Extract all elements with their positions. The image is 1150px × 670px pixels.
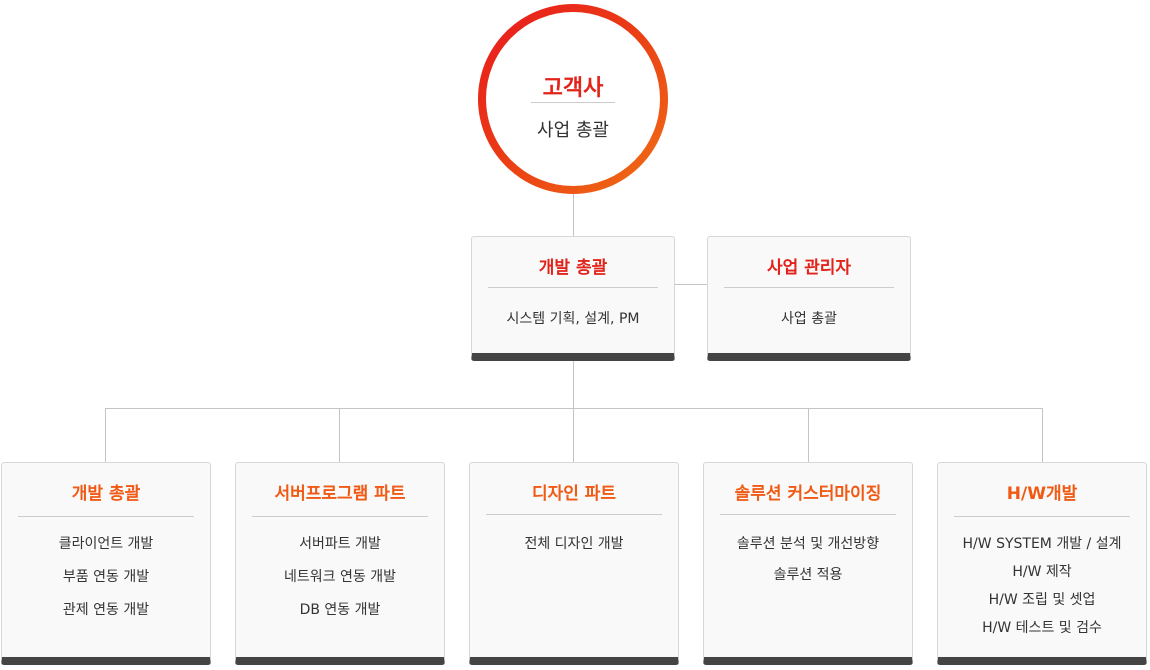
connector-drop-1 — [105, 408, 106, 463]
node-items: 서버파트 개발 네트워크 연동 개발 DB 연동 개발 — [236, 533, 444, 632]
node-items: H/W SYSTEM 개발 / 설계 H/W 제작 H/W 조립 및 셋업 H/… — [938, 534, 1146, 646]
node-dev-lead: 개발 총괄 시스템 기획, 설계, PM — [471, 236, 675, 361]
node-title: 개발 총괄 — [71, 484, 141, 504]
node-divider — [488, 287, 658, 288]
node-item: 전체 디자인 개발 — [524, 536, 624, 552]
node-item: DB 연동 개발 — [299, 602, 381, 618]
node-item: H/W 조립 및 셋업 — [988, 592, 1096, 608]
node-title: 사업 관리자 — [766, 258, 852, 278]
connector-drop-3 — [573, 408, 574, 463]
node-divider — [954, 516, 1130, 517]
node-items: 솔루션 분석 및 개선방향 솔루션 적용 — [704, 533, 912, 595]
node-item: 부품 연동 개발 — [62, 569, 150, 585]
connector-drop-5 — [1042, 408, 1043, 463]
connector-dev-to-biz — [674, 284, 708, 285]
node-item: 솔루션 적용 — [773, 567, 843, 583]
node-dev-general: 개발 총괄 클라이언트 개발 부품 연동 개발 관제 연동 개발 — [1, 462, 211, 665]
node-item: 관제 연동 개발 — [62, 602, 150, 618]
node-item: 사업 총괄 — [781, 311, 837, 327]
node-items: 전체 디자인 개발 — [470, 533, 678, 566]
root-node-client: 고객사 사업 총괄 — [478, 4, 668, 194]
node-divider — [252, 516, 428, 517]
connector-root-to-dev — [573, 194, 574, 237]
connector-drop-4 — [808, 408, 809, 463]
node-item: 솔루션 분석 및 개선방향 — [736, 536, 880, 552]
node-item: 시스템 기획, 설계, PM — [506, 311, 640, 327]
node-solution-customizing: 솔루션 커스터마이징 솔루션 분석 및 개선방향 솔루션 적용 — [703, 462, 913, 665]
node-divider — [18, 516, 194, 517]
node-item: H/W SYSTEM 개발 / 설계 — [962, 536, 1122, 552]
node-divider — [486, 514, 662, 515]
connector-drop-2 — [339, 408, 340, 463]
node-server-part: 서버프로그램 파트 서버파트 개발 네트워크 연동 개발 DB 연동 개발 — [235, 462, 445, 665]
node-item: 네트워크 연동 개발 — [284, 569, 396, 585]
node-title: 솔루션 커스터마이징 — [734, 484, 882, 504]
node-divider — [720, 514, 896, 515]
root-divider — [531, 102, 615, 103]
node-business-manager: 사업 관리자 사업 총괄 — [707, 236, 911, 361]
node-design-part: 디자인 파트 전체 디자인 개발 — [469, 462, 679, 665]
connector-dev-down — [573, 360, 574, 409]
node-item: H/W 제작 — [1012, 564, 1072, 580]
node-item: 클라이언트 개발 — [58, 536, 154, 552]
node-item: 서버파트 개발 — [299, 536, 381, 552]
node-title: H/W개발 — [1006, 484, 1078, 504]
node-title: 개발 총괄 — [538, 258, 608, 278]
connector-horizontal — [105, 408, 1043, 409]
root-node-inner: 고객사 사업 총괄 — [486, 12, 660, 186]
root-title: 고객사 — [542, 76, 604, 101]
node-item: H/W 테스트 및 검수 — [982, 620, 1102, 636]
node-title: 디자인 파트 — [531, 484, 617, 504]
node-items: 클라이언트 개발 부품 연동 개발 관제 연동 개발 — [2, 533, 210, 632]
node-title: 서버프로그램 파트 — [274, 484, 406, 504]
node-divider — [724, 287, 894, 288]
node-items: 시스템 기획, 설계, PM — [472, 308, 674, 341]
root-subtitle: 사업 총괄 — [537, 120, 609, 141]
node-hw-dev: H/W개발 H/W SYSTEM 개발 / 설계 H/W 제작 H/W 조립 및… — [937, 462, 1147, 665]
node-items: 사업 총괄 — [708, 308, 910, 341]
